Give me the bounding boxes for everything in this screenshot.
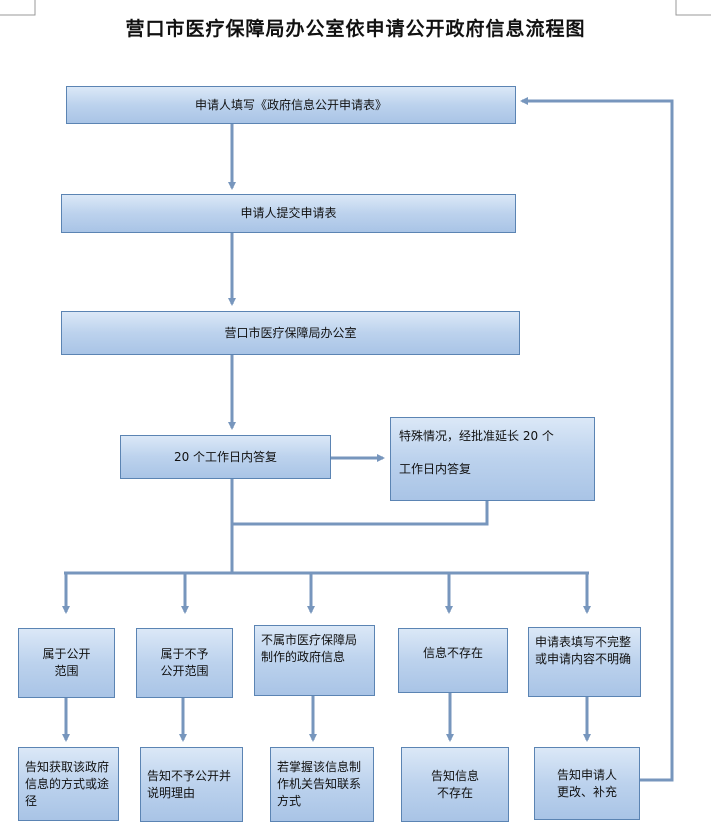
- category-not-produced-by-bureau: 不属市医疗保障局制作的政府信息: [254, 625, 375, 696]
- result-label: 告知申请人 更改、补充: [556, 767, 617, 799]
- step-extension-reply: 特殊情况，经批准延长 20 个 工作日内答复: [390, 417, 595, 501]
- category-label: 信息不存在: [422, 646, 483, 660]
- result-label: 告知信息 不存在: [430, 768, 479, 800]
- extension-line-2: 工作日内答复: [399, 462, 472, 476]
- category-label: 属于公开 范围: [42, 647, 91, 678]
- page-corner-mark: [0, 0, 36, 16]
- result-inform-applicant-revise: 告知申请人 更改、补充: [534, 747, 640, 820]
- category-label: 申请表填写不完整或申请内容不明确: [535, 635, 632, 666]
- step-label: 申请人填写《政府信息公开申请表》: [194, 97, 387, 112]
- category-label: 不属市医疗保障局制作的政府信息: [261, 633, 358, 664]
- result-label: 若掌握该信息制作机关告知联系方式: [277, 760, 362, 808]
- result-label: 告知不予公开并说明理由: [147, 768, 232, 800]
- step-reply-within-20-days: 20 个工作日内答复: [120, 435, 331, 479]
- step-label: 申请人提交申请表: [240, 206, 337, 220]
- page-corner-mark: [675, 0, 711, 16]
- result-inform-not-exist: 告知信息 不存在: [401, 747, 509, 822]
- step-fill-application-form: 申请人填写《政府信息公开申请表》: [66, 86, 516, 124]
- result-inform-non-disclosure: 告知不予公开并说明理由: [140, 747, 243, 822]
- step-label: 20 个工作日内答复: [173, 449, 278, 464]
- arrow-loop-back: [520, 97, 674, 782]
- category-info-not-exist: 信息不存在: [398, 628, 508, 693]
- result-inform-producing-agency: 若掌握该信息制作机关告知联系方式: [270, 747, 374, 822]
- line-extension-return: [232, 501, 489, 526]
- category-public-scope: 属于公开 范围: [18, 628, 115, 698]
- category-non-disclosure-scope: 属于不予 公开范围: [136, 628, 233, 698]
- result-inform-access-method: 告知获取该政府信息的方式或途径: [18, 747, 119, 821]
- step-medical-security-office: 营口市医疗保障局办公室: [61, 311, 520, 355]
- category-incomplete-application: 申请表填写不完整或申请内容不明确: [528, 627, 641, 697]
- step-submit-application: 申请人提交申请表: [61, 194, 516, 233]
- category-label: 属于不予 公开范围: [160, 647, 209, 678]
- extension-line-1: 特殊情况，经批准延长 20 个: [399, 429, 554, 443]
- result-label: 告知获取该政府信息的方式或途径: [25, 759, 110, 808]
- page-title: 营口市医疗保障局办公室依申请公开政府信息流程图: [125, 18, 586, 40]
- step-label: 营口市医疗保障局办公室: [224, 325, 357, 340]
